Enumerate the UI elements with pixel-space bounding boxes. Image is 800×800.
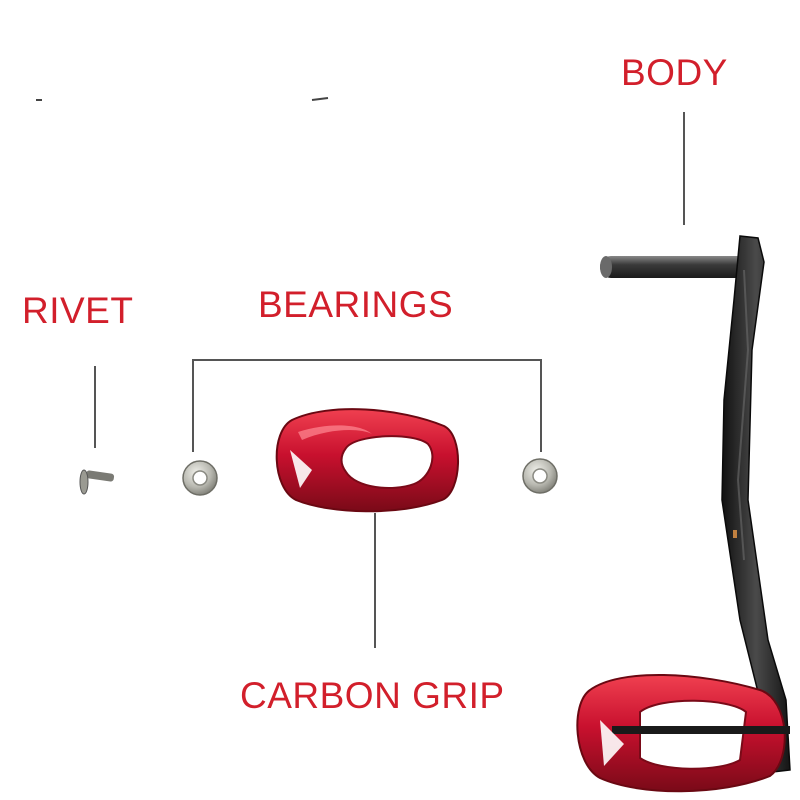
- body-label: BODY: [621, 54, 728, 91]
- bearing-left: [183, 461, 217, 495]
- assembled-grip: [577, 675, 790, 791]
- scan-marks: [36, 98, 328, 100]
- bearings-label: BEARINGS: [258, 286, 453, 323]
- rivet-label: RIVET: [22, 292, 133, 329]
- carbon-grip-label: CARBON GRIP: [240, 677, 505, 714]
- bearing-right: [523, 459, 557, 493]
- rivet-part: [80, 470, 114, 494]
- carbon-grip-part: [277, 409, 458, 511]
